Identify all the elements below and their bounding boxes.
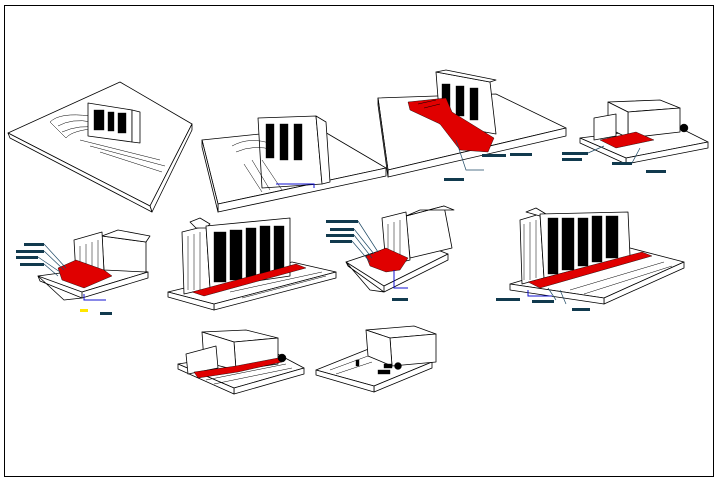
view-9-site-model (177, 329, 305, 395)
view-4-site-model (562, 99, 709, 173)
view-8-site-model (496, 207, 685, 311)
sheet-border (4, 5, 714, 477)
view-5-site-model (16, 229, 151, 315)
view-10-site-model (315, 325, 437, 393)
view-2-site-model (201, 115, 387, 213)
view-1-site-model (7, 81, 193, 213)
view-6-site-model (167, 217, 337, 311)
view-7-site-model (326, 205, 455, 301)
view-3-site-model (377, 69, 567, 181)
